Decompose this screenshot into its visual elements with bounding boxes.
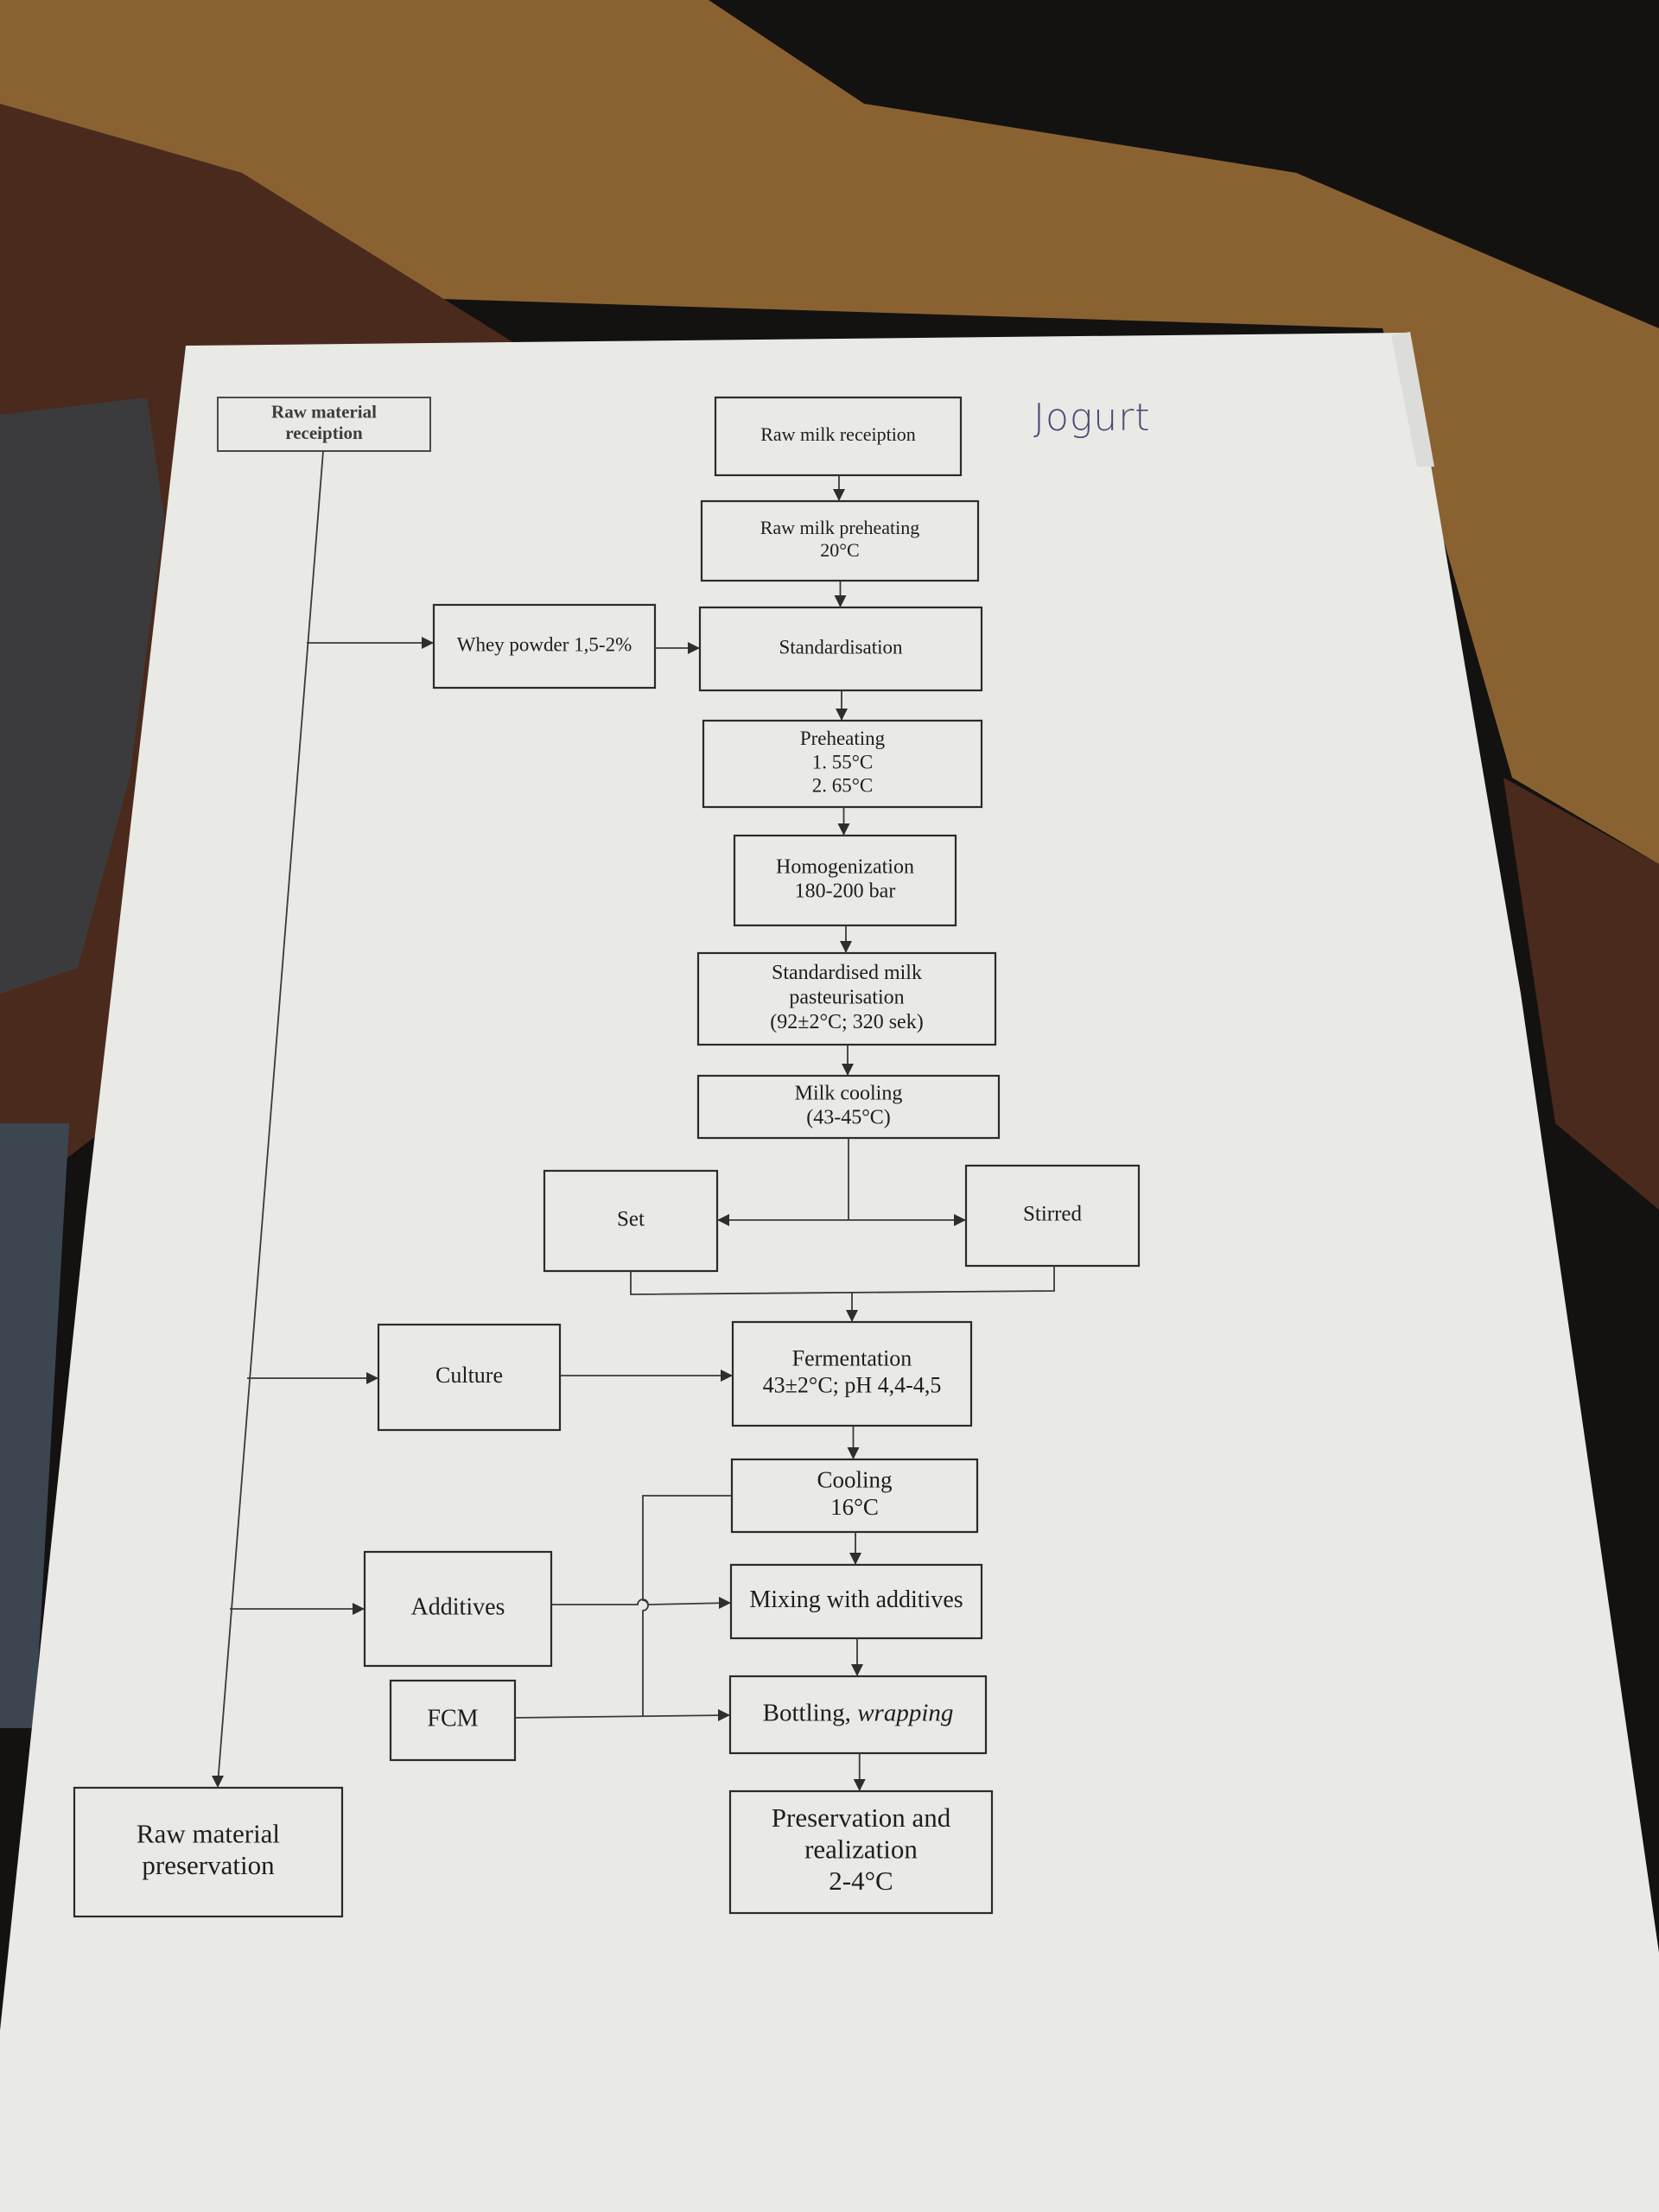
label-bottling: Bottling, wrapping bbox=[763, 1699, 954, 1726]
label-raw-material-preservation-line-1: Raw material bbox=[137, 1818, 280, 1848]
label-cooling-line-1: Cooling bbox=[817, 1466, 892, 1492]
handwritten-title: Jogurt bbox=[1033, 396, 1151, 440]
label-bottling-main: Bottling, bbox=[763, 1699, 858, 1726]
arrow-into-whey-powder bbox=[422, 637, 434, 649]
box-raw-milk-receiption bbox=[714, 396, 963, 477]
label-milk-cooling-line-2: (43-45°C) bbox=[806, 1107, 891, 1129]
label-preservation-realization-line-2: realization bbox=[804, 1834, 918, 1865]
label-whey-powder-line-1: Whey powder 1,5-2% bbox=[457, 633, 632, 655]
box-bottling bbox=[728, 1675, 988, 1755]
node-stirred: Stirred bbox=[964, 1164, 1141, 1268]
background-wood-floor bbox=[0, 0, 1659, 864]
arrow-merge-into-fermentation bbox=[846, 1310, 858, 1322]
label-raw-material-preservation-line-2: preservation bbox=[142, 1850, 275, 1880]
paper-stack-edge bbox=[1391, 332, 1434, 467]
label-pasteurisation-line-2: pasteurisation bbox=[789, 987, 904, 1009]
label-stirred-line-1: Stirred bbox=[1023, 1203, 1083, 1226]
box-raw-material-receiption bbox=[217, 397, 431, 452]
label-additives-line-1: Additives bbox=[411, 1593, 505, 1620]
background-shoe bbox=[0, 397, 164, 994]
box-fcm bbox=[389, 1679, 517, 1762]
label-milk-cooling-line-1: Milk cooling bbox=[795, 1082, 903, 1104]
label-preservation-realization-line-1: Preservation and bbox=[772, 1802, 951, 1833]
label-fcm-line-1: FCM bbox=[427, 1705, 478, 1732]
arrow-into-preheating bbox=[836, 709, 848, 721]
box-raw-material-preservation bbox=[73, 1786, 344, 1918]
label-preservation-realization-line-3: 2-4°C bbox=[829, 1866, 893, 1896]
arrow-into-stirred bbox=[954, 1214, 966, 1226]
label-raw-milk-preheating-line-1: Raw milk preheating bbox=[760, 517, 920, 538]
arrow-into-raw-material-preservation bbox=[212, 1776, 224, 1788]
label-cooling-line-2: 16°C bbox=[830, 1494, 879, 1520]
edge-additives-to-mixing bbox=[551, 1599, 732, 1605]
arrow-into-culture bbox=[366, 1372, 378, 1384]
label-preheating-line-3: 2. 65°C bbox=[812, 774, 874, 796]
arrow-into-standardisation bbox=[834, 595, 847, 607]
arrow-into-milk-cooling bbox=[842, 1064, 854, 1076]
box-preheating bbox=[702, 719, 983, 809]
label-standardisation-line-1: Standardisation bbox=[779, 636, 903, 658]
arrow-into-bottling bbox=[718, 1709, 730, 1721]
label-raw-material-receiption-line-1: Raw material bbox=[271, 401, 377, 422]
background-jeans bbox=[0, 1123, 69, 1728]
label-raw-milk-receiption-line-1: Raw milk receiption bbox=[760, 423, 916, 445]
label-preheating-line-2: 1. 55°C bbox=[812, 751, 874, 772]
label-pasteurisation-line-1: Standardised milk bbox=[772, 962, 922, 984]
label-homogenization-line-1: Homogenization bbox=[776, 855, 914, 878]
label-raw-milk-preheating-line-2: 20°C bbox=[820, 539, 859, 561]
label-pasteurisation-line-3: (92±2°C; 320 sek) bbox=[770, 1011, 923, 1033]
label-set-line-1: Set bbox=[617, 1208, 645, 1231]
box-stirred bbox=[964, 1164, 1141, 1268]
paper-sheet bbox=[0, 333, 1659, 2212]
label-bottling-italic: wrapping bbox=[857, 1699, 953, 1726]
arrow-into-homogenization bbox=[837, 823, 850, 836]
arrow-into-mixing bbox=[849, 1553, 861, 1565]
edge-set-stirred-merge bbox=[630, 1266, 1055, 1295]
node-fcm: FCM bbox=[389, 1679, 517, 1762]
box-homogenization bbox=[733, 834, 957, 927]
arrow-into-mixing bbox=[719, 1597, 731, 1609]
node-whey-powder: Whey powder 1,5-2% bbox=[432, 603, 657, 690]
edge-raw-material-trunk bbox=[217, 450, 324, 1785]
label-preheating-line-1: Preheating bbox=[800, 728, 886, 749]
label-mixing-line-1: Mixing with additives bbox=[749, 1586, 963, 1613]
box-mixing bbox=[729, 1563, 983, 1640]
label-homogenization-line-2: 180-200 bar bbox=[795, 880, 896, 903]
arrow-into-raw-milk-preheating bbox=[833, 489, 845, 501]
label-raw-material-receiption-line-2: receiption bbox=[285, 423, 363, 443]
label-fermentation-line-1: Fermentation bbox=[792, 1346, 912, 1371]
arrow-into-standardisation bbox=[688, 642, 700, 654]
edge-fcm-to-bottling bbox=[514, 1714, 731, 1719]
node-pasteurisation: Standardised milk pasteurisation(92±2°C; … bbox=[696, 951, 997, 1046]
arrow-into-pasteurisation bbox=[840, 941, 852, 953]
arrow-into-cooling bbox=[847, 1447, 860, 1459]
arrow-into-set bbox=[717, 1214, 729, 1226]
box-culture bbox=[377, 1323, 562, 1432]
node-culture: Culture bbox=[377, 1323, 562, 1432]
background-rug-right bbox=[1503, 778, 1659, 1210]
box-preservation-realization bbox=[728, 1789, 994, 1915]
arrow-into-bottling bbox=[851, 1664, 863, 1676]
box-pasteurisation bbox=[696, 951, 997, 1046]
node-raw-milk-receiption: Raw milk receiption bbox=[714, 396, 963, 477]
arrow-into-preservation-realization bbox=[853, 1779, 866, 1791]
label-fermentation-line-2: 43±2°C; pH 4,4-4,5 bbox=[763, 1372, 942, 1397]
node-bottling: Bottling, wrapping bbox=[728, 1675, 988, 1755]
arrow-into-additives bbox=[353, 1603, 365, 1615]
arrow-into-fermentation bbox=[721, 1370, 733, 1382]
box-whey-powder bbox=[432, 603, 657, 690]
label-culture-line-1: Culture bbox=[435, 1363, 503, 1388]
node-mixing: Mixing with additives bbox=[729, 1563, 983, 1640]
